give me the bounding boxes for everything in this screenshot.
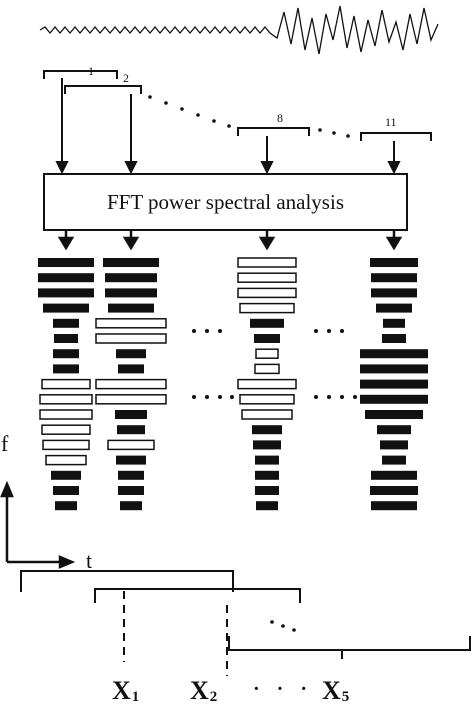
spectrum-3-band-14 [255,455,279,465]
time-frequency-axes [0,480,76,569]
window-bracket-x2 [94,588,301,603]
spectrum-4-band-6 [382,334,406,343]
spectrum-4-band-16 [370,486,418,495]
window-bracket-x5 [228,636,471,651]
feature-label-x1: X1 [112,676,140,705]
spectrum-1-band-10 [39,394,93,405]
spectrum-3-band-8 [254,363,280,375]
spectrum-2-band-9 [95,378,167,390]
fft-label: FFT power spectral analysis [107,189,344,214]
feature-label-x5: X5 [322,676,350,705]
signal-waveform [39,5,439,55]
feature-leaders [123,591,343,676]
spectrum-2-band-12 [117,425,145,435]
spectrum-1-band-7 [53,349,79,359]
spectrum-2-band-2 [105,273,157,283]
spectrum-4-band-5 [383,318,405,328]
segment-label-1: 1 [88,64,94,78]
spectrum-1-band-15 [51,470,81,480]
spectrum-1-band-5 [53,318,79,328]
spectrum-2-band-4 [108,303,154,313]
spectrum-1-band-14 [45,454,87,466]
spectrum-1-band-13 [42,439,90,451]
spectrum-1-band-12 [41,424,91,435]
spectrum-4-band-1 [370,258,418,267]
spectrum-1-band-3 [38,288,94,298]
spectrum-4-band-2 [371,273,417,283]
spectrum-4-band-15 [371,470,417,480]
spectrum-3-band-5 [250,318,284,328]
spectrum-3-band-1 [237,257,297,268]
spectrum-2-band-5 [95,318,167,329]
spectrum-3-band-2 [237,272,297,283]
spectrum-3-band-13 [253,440,281,450]
spectrum-3-band-17 [256,501,278,511]
spectrum-2-band-14 [116,455,146,465]
spectrum-2-band-8 [118,364,144,374]
spectrum-3-band-7 [255,348,279,359]
spectrum-4-band-12 [377,425,411,435]
spectrum-4-band-9 [360,379,428,389]
spectrum-4-band-8 [360,364,428,374]
spectrum-4-band-7 [360,349,428,359]
segment-bracket-8 [237,127,310,136]
arrows-from-fft [57,230,403,251]
spectrum-3-band-3 [237,287,297,299]
axis-f-label: f [1,431,9,456]
spectrum-2-band-16 [118,486,144,495]
spectrum-3-band-11 [241,409,293,420]
feature-label-x2: X2 [190,676,218,705]
spectrum-3-band-9 [237,378,297,390]
spectrum-3-band-4 [239,302,295,314]
window-ellipsis-dots [270,620,296,632]
spectrum-3-band-12 [252,425,282,435]
window-bracket-x1 [20,570,234,592]
spectrum-1-band-8 [53,364,79,374]
spectrum-2-band-11 [115,410,147,419]
segment-ellipsis-dots [148,95,350,138]
spectrum-2-band-10 [95,394,167,405]
spectrum-1-band-6 [54,334,78,343]
feature-ellipsis: · · · [253,678,314,700]
spectrum-1-band-1 [38,258,94,267]
spectrum-4-band-11 [365,410,423,419]
spectrum-3-band-6 [254,334,280,343]
spectrum-1-band-2 [38,273,94,283]
spectrum-4-band-3 [371,288,417,298]
spectrum-2-band-1 [103,258,159,267]
spectrum-2-band-7 [116,349,146,359]
spectrum-4-band-17 [371,501,417,511]
spectrum-2-band-6 [95,333,167,344]
segment-label-11: 11 [385,115,397,129]
spectrum-2-band-13 [107,439,155,451]
fft-box [43,173,408,231]
spectrum-1-band-11 [39,409,93,420]
spectrum-3-band-16 [255,486,279,495]
spectrum-4-band-14 [382,455,406,465]
segment-bracket-11 [360,132,432,141]
spectra-layer [38,257,428,511]
band-row-dots [192,329,357,399]
spectrum-4-band-4 [376,303,412,313]
spectrum-1-band-9 [41,378,91,390]
spectrum-2-band-3 [105,288,157,298]
axis-t-label: t [86,548,93,573]
spectrum-2-band-15 [118,470,144,480]
spectrum-4-band-10 [360,394,428,404]
segment-label-8: 8 [277,111,283,125]
spectrum-3-band-10 [239,394,295,405]
spectrum-2-band-17 [120,501,142,511]
spectrum-3-band-15 [255,470,279,480]
spectrum-1-band-16 [53,486,79,495]
segment-bracket-1 [43,70,118,79]
spectrum-1-band-17 [55,501,77,511]
arrows-to-fft [55,78,401,175]
segment-bracket-2 [64,85,142,94]
segment-label-2: 2 [123,71,129,85]
spectrum-4-band-13 [380,440,408,450]
spectrum-1-band-4 [43,303,89,313]
